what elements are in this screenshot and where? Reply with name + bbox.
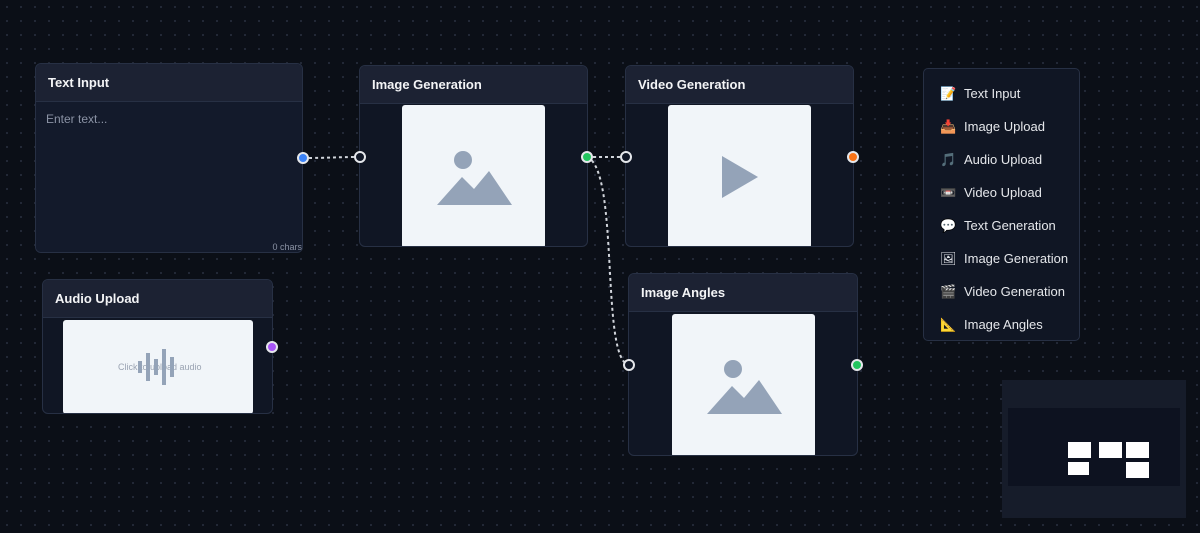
node-title: Audio Upload (43, 280, 272, 318)
palette-item-audio-upload[interactable]: 🎵 Audio Upload (924, 143, 1079, 176)
minimap-node (1068, 442, 1091, 458)
clapper-board-icon: 🎬 (940, 283, 957, 299)
node-title: Image Angles (629, 274, 857, 312)
audio-output-handle[interactable] (266, 341, 278, 353)
node-title: Image Generation (360, 66, 587, 104)
node-title: Video Generation (626, 66, 853, 104)
text-input-placeholder: Enter text... (46, 112, 108, 126)
image-generation-output-handle[interactable] (581, 151, 593, 163)
image-generation-input-handle[interactable] (354, 151, 366, 163)
image-angles-input-handle[interactable] (623, 359, 635, 371)
video-generation-input-handle[interactable] (620, 151, 632, 163)
palette-item-video-generation[interactable]: 🎬 Video Generation (924, 275, 1079, 308)
char-count: 0 chars (272, 242, 302, 252)
palette-item-text-input[interactable]: 📝 Text Input (924, 77, 1079, 110)
image-upload-icon: 📥 (940, 118, 957, 134)
image-angles-node[interactable]: Image Angles (628, 273, 858, 456)
audio-upload-node[interactable]: Audio Upload Click to upload audio (42, 279, 273, 414)
palette-item-video-upload[interactable]: 📼 Video Upload (924, 176, 1079, 209)
image-placeholder-icon (706, 359, 782, 414)
node-palette: 📝 Text Input 📥 Image Upload 🎵 Audio Uplo… (923, 68, 1080, 341)
speech-bubble-icon: 💬 (940, 217, 957, 233)
palette-item-image-generation[interactable]: 🖼 Image Generation (924, 242, 1079, 275)
minimap-viewport[interactable] (1008, 408, 1180, 486)
palette-item-text-generation[interactable]: 💬 Text Generation (924, 209, 1079, 242)
video-generation-preview (668, 105, 811, 246)
text-input-field[interactable]: Enter text... (36, 102, 302, 252)
video-upload-icon: 📼 (940, 184, 957, 200)
text-input-icon: 📝 (940, 85, 957, 101)
edge-text-to-image[interactable] (302, 156, 361, 159)
palette-item-image-upload[interactable]: 📥 Image Upload (924, 110, 1079, 143)
image-angles-output-handle[interactable] (851, 359, 863, 371)
palette-item-label: Audio Upload (964, 152, 1043, 167)
minimap-node (1126, 462, 1149, 478)
edge-image-to-angles[interactable] (586, 156, 630, 366)
minimap[interactable] (1002, 380, 1186, 518)
palette-item-label: Image Upload (964, 119, 1045, 134)
triangle-ruler-icon: 📐 (940, 316, 957, 332)
palette-item-image-angles[interactable]: 📐 Image Angles (924, 308, 1079, 341)
palette-item-label: Image Generation (964, 251, 1069, 266)
text-input-node[interactable]: Text Input Enter text... 0 chars (35, 63, 303, 253)
image-angles-preview (672, 314, 815, 455)
video-generation-node[interactable]: Video Generation (625, 65, 854, 247)
palette-item-label: Text Input (964, 86, 1021, 101)
palette-item-label: Video Generation (964, 284, 1065, 299)
image-generation-preview (402, 105, 545, 246)
minimap-node (1068, 462, 1089, 475)
palette-item-label: Image Angles (964, 317, 1043, 332)
play-icon (721, 155, 758, 198)
text-output-handle[interactable] (297, 152, 309, 164)
music-note-icon: 🎵 (940, 151, 957, 167)
video-output-handle[interactable] (847, 151, 859, 163)
palette-item-label: Video Upload (964, 185, 1042, 200)
node-title: Text Input (36, 64, 302, 102)
image-placeholder-icon (436, 150, 512, 205)
image-generation-node[interactable]: Image Generation (359, 65, 588, 247)
minimap-node (1126, 442, 1149, 458)
palette-item-label: Text Generation (964, 218, 1056, 233)
framed-picture-icon: 🖼 (940, 250, 957, 266)
audio-upload-dropzone[interactable]: Click to upload audio (63, 320, 253, 413)
minimap-node (1099, 442, 1122, 458)
audio-waveform-icon (138, 349, 174, 385)
audio-upload-prompt: Click to upload audio (118, 362, 202, 372)
